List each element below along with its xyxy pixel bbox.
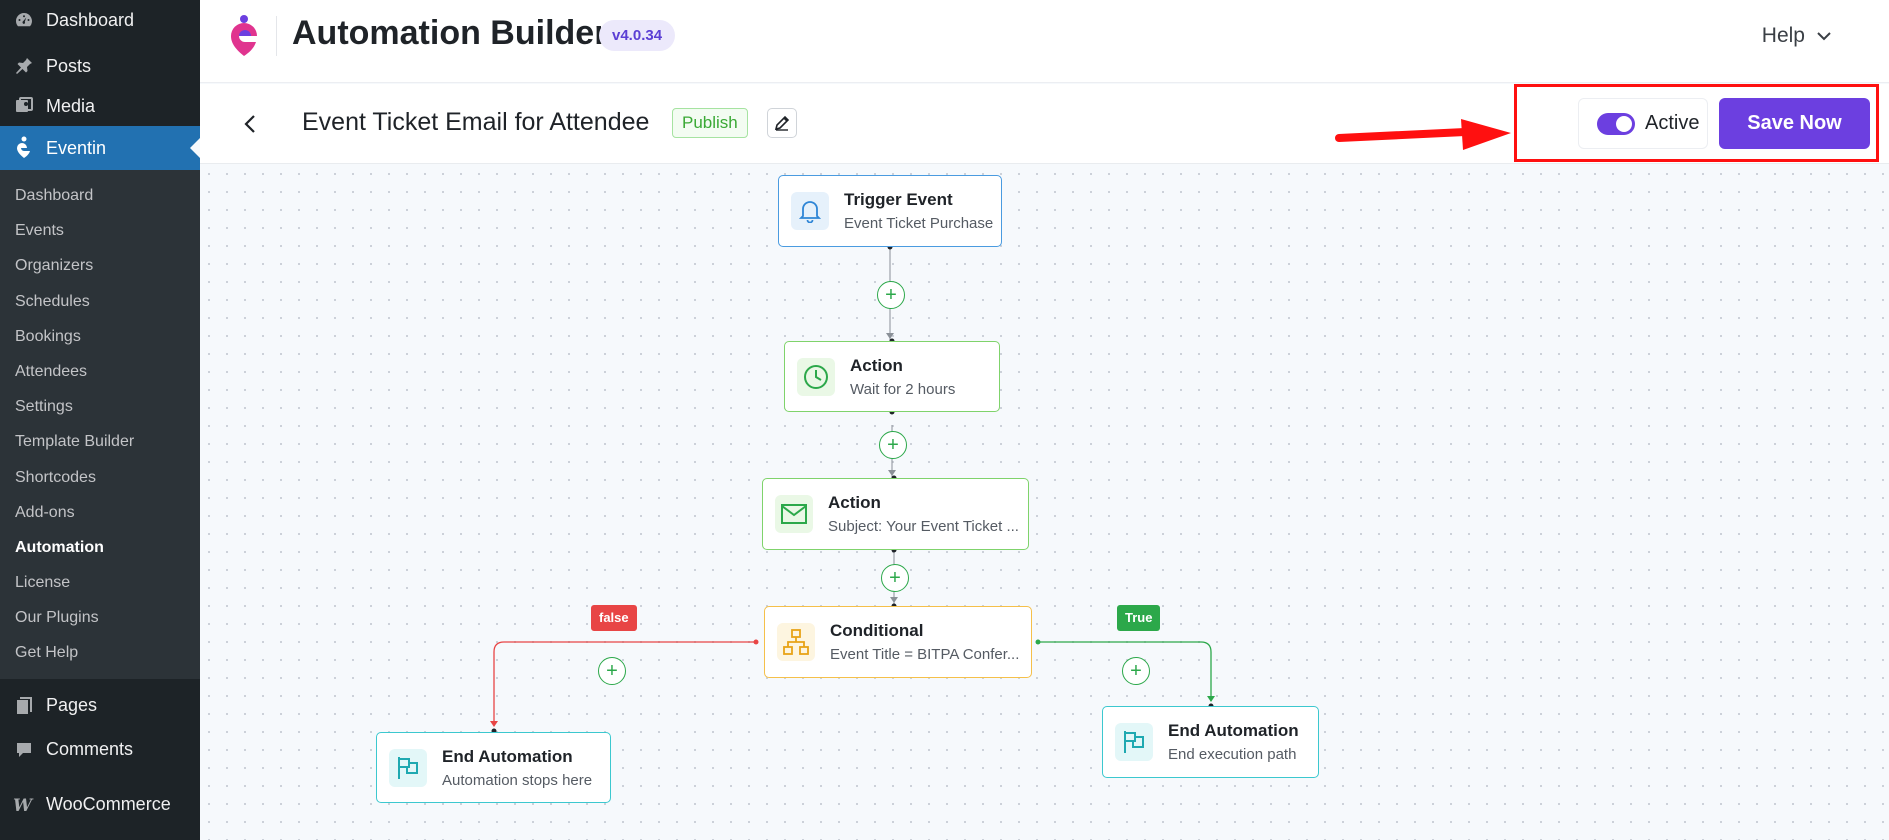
wait-action-node[interactable]: Action Wait for 2 hours: [784, 341, 1000, 412]
app-header: Automation Builder v4.0.34 Help: [200, 0, 1889, 83]
pencil-icon: [774, 115, 790, 131]
automation-toolbar: Event Ticket Email for Attendee Publish …: [200, 84, 1889, 164]
sidebar-item-pages[interactable]: Pages: [0, 683, 200, 729]
sidebar-item-label: Posts: [46, 55, 92, 76]
add-step-button[interactable]: +: [877, 281, 905, 309]
help-menu[interactable]: Help: [1762, 24, 1831, 48]
chevron-down-icon: [1817, 31, 1831, 40]
email-action-node[interactable]: Action Subject: Your Event Ticket ...: [762, 478, 1029, 550]
submenu-item-shortcodes[interactable]: Shortcodes: [15, 468, 96, 486]
save-button[interactable]: Save Now: [1719, 98, 1870, 149]
end-automation-false-node[interactable]: End Automation Automation stops here: [376, 732, 611, 803]
automation-name: Event Ticket Email for Attendee: [302, 108, 650, 136]
sidebar-item-label: Eventin: [46, 137, 107, 158]
node-title: Conditional: [830, 621, 924, 640]
status-badge: Publish: [672, 108, 748, 138]
media-icon: [12, 94, 36, 118]
eventin-submenu: Dashboard Events Organizers Schedules Bo…: [0, 170, 200, 679]
pages-icon: [12, 694, 36, 718]
sidebar-item-label: Pages: [46, 695, 98, 716]
sidebar-item-label: Comments: [46, 739, 134, 760]
node-subtitle: Event Ticket Purchase: [844, 215, 994, 232]
eventin-icon: [12, 136, 36, 160]
active-label: Active: [1645, 112, 1700, 134]
trigger-node[interactable]: Trigger Event Event Ticket Purchase: [778, 175, 1002, 247]
add-step-button[interactable]: +: [879, 431, 907, 459]
add-step-button-true[interactable]: +: [1122, 657, 1150, 685]
submenu-item-schedules[interactable]: Schedules: [15, 292, 90, 310]
add-step-button[interactable]: +: [881, 564, 909, 592]
submenu-item-get-help[interactable]: Get Help: [15, 644, 79, 662]
submenu-item-add-ons[interactable]: Add-ons: [15, 503, 75, 521]
submenu-item-our-plugins[interactable]: Our Plugins: [15, 609, 99, 627]
flag-icon: [1115, 723, 1153, 761]
back-button[interactable]: [236, 110, 264, 138]
app-title: Automation Builder: [292, 14, 608, 52]
comments-icon: [12, 738, 36, 762]
toggle-switch[interactable]: [1597, 112, 1635, 135]
node-title: End Automation: [1168, 721, 1299, 740]
help-label: Help: [1761, 24, 1805, 47]
submenu-item-template-builder[interactable]: Template Builder: [15, 433, 135, 451]
submenu-item-automation[interactable]: Automation: [15, 538, 104, 556]
node-subtitle: Wait for 2 hours: [850, 380, 956, 398]
node-title: Action: [828, 493, 881, 512]
edit-name-button[interactable]: [767, 108, 797, 138]
node-title: Trigger Event: [844, 190, 953, 209]
sidebar-item-label: Dashboard: [46, 9, 135, 30]
svg-text:W: W: [13, 797, 34, 813]
end-automation-true-node[interactable]: End Automation End execution path: [1102, 706, 1319, 778]
submenu-item-settings[interactable]: Settings: [15, 398, 73, 416]
hierarchy-icon: [777, 623, 815, 661]
true-branch-label: True: [1117, 605, 1161, 631]
sidebar-item-posts[interactable]: Posts: [0, 46, 200, 86]
node-subtitle: End execution path: [1168, 746, 1297, 763]
node-title: End Automation: [442, 746, 573, 766]
red-arrow-annotation: [1335, 119, 1511, 150]
version-badge: v4.0.34: [599, 20, 676, 51]
active-toggle[interactable]: Active: [1578, 98, 1708, 149]
submenu-item-dashboard[interactable]: Dashboard: [15, 187, 94, 204]
sidebar-item-eventin[interactable]: Eventin: [0, 126, 200, 170]
header-divider: [276, 16, 277, 56]
node-subtitle: Automation stops here: [442, 771, 593, 789]
pin-icon: [12, 54, 36, 78]
chevron-left-icon: [244, 115, 255, 133]
false-branch-label: false: [591, 605, 637, 631]
clock-icon: [797, 357, 835, 396]
bell-icon: [791, 192, 829, 230]
sidebar-item-comments[interactable]: Comments: [0, 729, 200, 771]
submenu-item-bookings[interactable]: Bookings: [15, 327, 81, 345]
sidebar-item-woocommerce[interactable]: W WooCommerce: [0, 785, 200, 825]
flag-icon: [389, 748, 427, 787]
node-subtitle: Subject: Your Event Ticket ...: [828, 518, 1019, 535]
dashboard-icon: [12, 8, 36, 32]
admin-sidebar: Dashboard Posts Media Eventin Dashboard …: [0, 0, 200, 840]
submenu-item-events[interactable]: Events: [15, 222, 64, 240]
conditional-node[interactable]: Conditional Event Title = BITPA Confer..…: [764, 606, 1032, 678]
submenu-item-attendees[interactable]: Attendees: [15, 362, 88, 380]
sidebar-item-media[interactable]: Media: [0, 86, 200, 126]
flow-canvas[interactable]: Trigger Event Event Ticket Purchase + Ac…: [200, 165, 1889, 840]
sidebar-item-label: WooCommerce: [46, 794, 171, 815]
node-title: Action: [850, 355, 903, 375]
node-subtitle: Event Title = BITPA Confer...: [830, 646, 1020, 663]
eventin-logo-icon: [226, 14, 262, 58]
add-step-button-false[interactable]: +: [598, 657, 626, 685]
submenu-item-license[interactable]: License: [15, 574, 71, 592]
sidebar-item-dashboard[interactable]: Dashboard: [0, 0, 200, 40]
submenu-item-organizers[interactable]: Organizers: [15, 257, 94, 275]
envelope-icon: [775, 495, 813, 533]
sidebar-item-label: Media: [46, 95, 96, 116]
woocommerce-icon: W: [12, 793, 36, 817]
